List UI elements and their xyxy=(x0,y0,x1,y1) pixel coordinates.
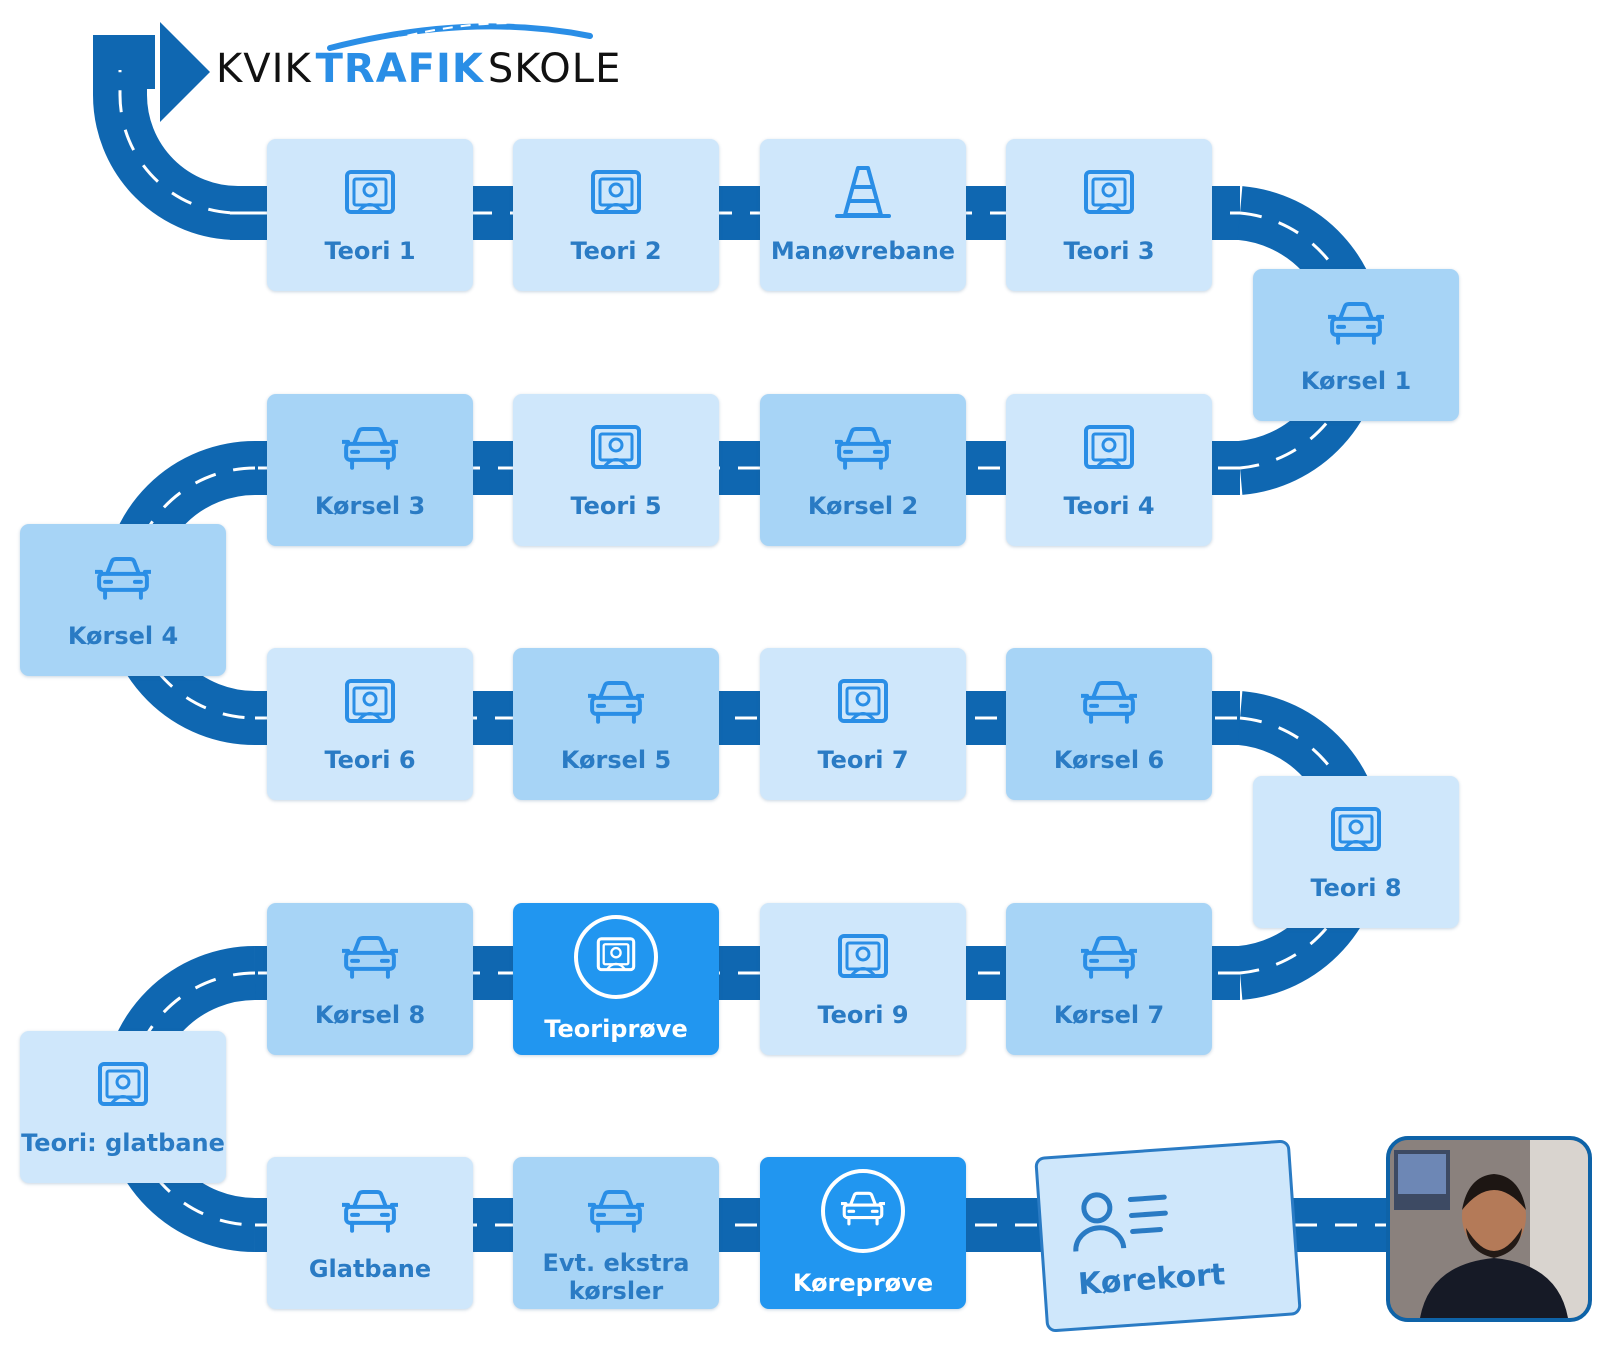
logo-part-skole: SKOLE xyxy=(487,46,622,92)
traffic-cone-icon xyxy=(835,165,891,221)
car-icon xyxy=(1081,929,1137,985)
step-4-card: Teori 3 xyxy=(1006,139,1212,291)
step-label: Teori 1 xyxy=(324,237,416,265)
car-icon xyxy=(1081,674,1137,730)
logo-part-trafik: TRAFIK xyxy=(315,46,484,92)
theory-screen-icon xyxy=(590,165,642,221)
step-label: Kørsel 2 xyxy=(807,492,919,520)
car-icon xyxy=(588,1183,644,1239)
step-6-card: Teori 4 xyxy=(1006,394,1212,546)
step-label: Teori 2 xyxy=(570,237,662,265)
step-label: Køreprøve xyxy=(792,1269,934,1297)
step-label: Kørsel 4 xyxy=(67,622,179,650)
step-label: Kørsel 5 xyxy=(560,746,672,774)
car-icon xyxy=(588,674,644,730)
step-23-card: Køreprøve xyxy=(760,1157,966,1309)
car-icon xyxy=(1328,295,1384,351)
step-label: Teori 6 xyxy=(324,746,416,774)
step-22-card: Evt. ekstra kørsler xyxy=(513,1157,719,1309)
theory-screen-icon xyxy=(590,420,642,476)
step-7-card: Kørsel 2 xyxy=(760,394,966,546)
theory-screen-icon xyxy=(837,929,889,985)
license-card: Kørekort xyxy=(1034,1139,1302,1333)
step-19-card: Kørsel 8 xyxy=(267,903,473,1055)
step-label: Evt. ekstra kørsler xyxy=(542,1249,690,1305)
instructor-photo xyxy=(1386,1136,1592,1322)
step-label: Kørsel 3 xyxy=(314,492,426,520)
step-label: Teori 3 xyxy=(1063,237,1155,265)
step-3-card: Manøvrebane xyxy=(760,139,966,291)
step-15-card: Teori 8 xyxy=(1253,776,1459,928)
step-20-card: Teori: glatbane xyxy=(20,1031,226,1183)
step-17-card: Teori 9 xyxy=(760,903,966,1055)
theory-screen-icon xyxy=(344,674,396,730)
step-label: Teori 5 xyxy=(570,492,662,520)
step-label: Teori 7 xyxy=(817,746,909,774)
arrow-head-icon xyxy=(160,22,210,122)
theory-screen-icon xyxy=(837,674,889,730)
car-icon xyxy=(342,420,398,476)
step-label: Kørsel 8 xyxy=(314,1001,426,1029)
step-14-card: Kørsel 6 xyxy=(1006,648,1212,800)
step-5-card: Kørsel 1 xyxy=(1253,269,1459,421)
step-16-card: Kørsel 7 xyxy=(1006,903,1212,1055)
id-card-icon xyxy=(1073,1192,1168,1252)
step-21-card: Glatbane xyxy=(267,1157,473,1309)
car-icon xyxy=(821,1163,905,1259)
step-label: Kørsel 1 xyxy=(1300,367,1412,395)
step-10-card: Kørsel 4 xyxy=(20,524,226,676)
theory-screen-icon xyxy=(97,1057,149,1113)
step-label: Glatbane xyxy=(308,1255,432,1283)
license-label: Kørekort xyxy=(1076,1257,1227,1303)
step-2-card: Teori 2 xyxy=(513,139,719,291)
car-icon xyxy=(342,929,398,985)
step-label: Teori 8 xyxy=(1310,874,1402,902)
step-label: Kørsel 7 xyxy=(1053,1001,1165,1029)
step-8-card: Teori 5 xyxy=(513,394,719,546)
step-label: Teoriprøve xyxy=(544,1015,688,1043)
step-1-card: Teori 1 xyxy=(267,139,473,291)
car-icon xyxy=(95,550,151,606)
logo-part-kvik: KVIK xyxy=(216,46,312,92)
step-label: Teori: glatbane xyxy=(21,1129,225,1157)
step-label: Kørsel 6 xyxy=(1053,746,1165,774)
theory-screen-icon xyxy=(1330,802,1382,858)
theory-screen-icon xyxy=(574,909,658,1005)
car-icon xyxy=(835,420,891,476)
step-label: Teori 4 xyxy=(1063,492,1155,520)
step-12-card: Kørsel 5 xyxy=(513,648,719,800)
car-icon xyxy=(342,1183,398,1239)
theory-screen-icon xyxy=(344,165,396,221)
theory-screen-icon xyxy=(1083,420,1135,476)
step-18-card: Teoriprøve xyxy=(513,903,719,1055)
step-9-card: Kørsel 3 xyxy=(267,394,473,546)
theory-screen-icon xyxy=(1083,165,1135,221)
step-label: Manøvrebane xyxy=(770,237,956,265)
step-label: Teori 9 xyxy=(817,1001,909,1029)
step-11-card: Teori 6 xyxy=(267,648,473,800)
step-13-card: Teori 7 xyxy=(760,648,966,800)
